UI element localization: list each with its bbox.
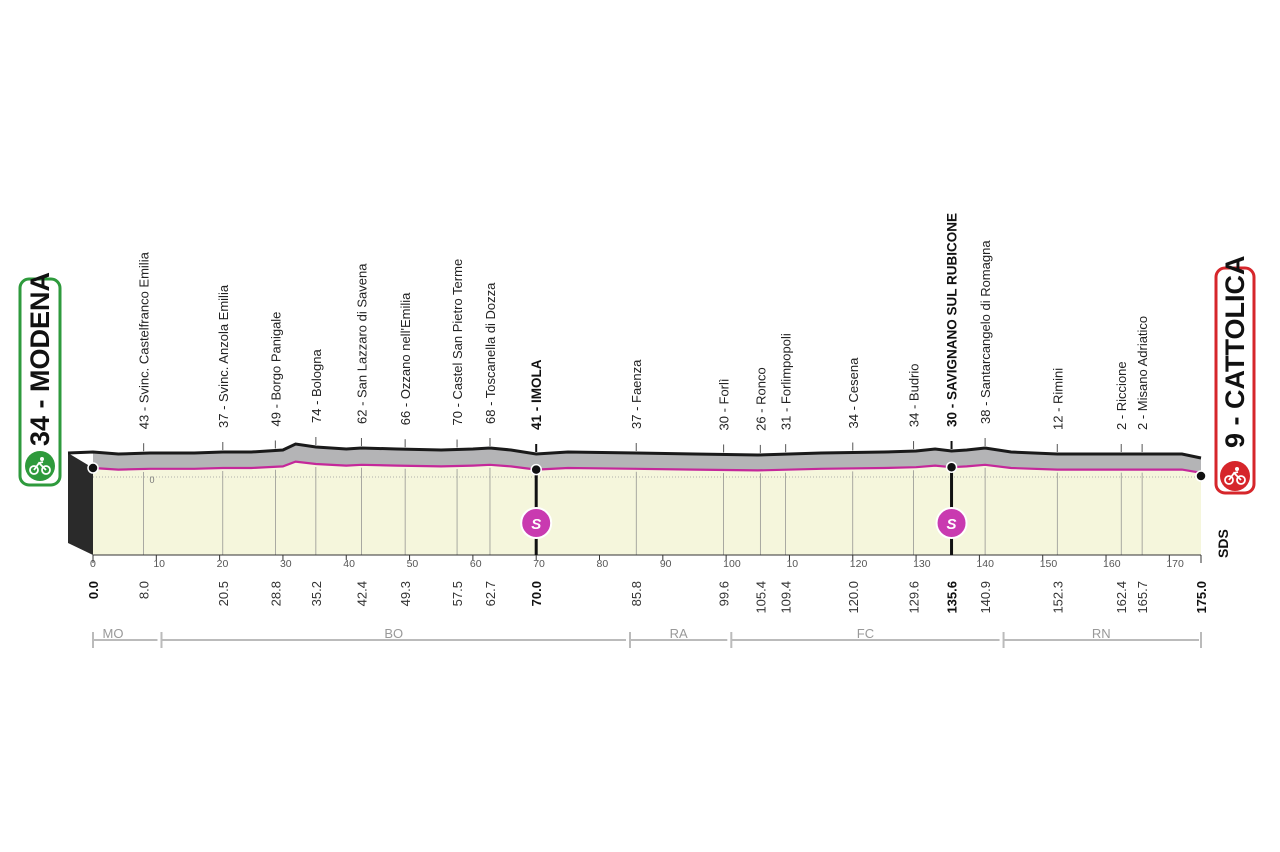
axis-tick-label: 10	[786, 558, 798, 570]
axis-tick-label: 130	[913, 558, 931, 570]
waypoint-km: 0.0	[86, 581, 101, 599]
waypoint-km: 35.2	[309, 581, 324, 606]
waypoint-km: 20.5	[216, 581, 231, 606]
waypoint-name: 2 - Riccione	[1114, 361, 1129, 430]
finish-point	[1195, 470, 1207, 482]
waypoint-km: 129.6	[907, 581, 922, 614]
waypoint-name: 31 - Forlimpopoli	[779, 333, 794, 430]
axis-tick-label: 120	[850, 558, 868, 570]
axis-tick-label: 150	[1040, 558, 1058, 570]
axis-tick-label: 90	[660, 558, 672, 570]
finish-city-label: 9 - CATTOLICA	[1220, 256, 1250, 449]
axis-tick-label: 140	[976, 558, 994, 570]
waypoint-name: 66 - Ozzano nell'Emilia	[398, 292, 413, 425]
waypoint-name: 34 - Cesena	[846, 357, 861, 429]
waypoint-name: 70 - Castel San Pietro Terme	[450, 259, 465, 426]
waypoint-name: 62 - San Lazzaro di Savena	[355, 263, 370, 424]
start-city-label: 34 - MODENA	[25, 272, 55, 446]
profile-side-wall	[68, 453, 93, 555]
axis-tick-label: 60	[470, 558, 482, 570]
axis-tick-label: 0	[90, 558, 96, 570]
waypoint-name: 37 - Faenza	[629, 359, 644, 429]
waypoint-km: 70.0	[529, 581, 544, 606]
axis-tick-label: 170	[1166, 558, 1184, 570]
sprint-badge-label: S	[531, 516, 541, 533]
axis-tick-label: 10	[153, 558, 165, 570]
waypoint-km: 8.0	[137, 581, 152, 599]
profile-body: 0	[67, 442, 1207, 555]
waypoint-km: 120.0	[846, 581, 861, 614]
axis-tick-label: 70	[533, 558, 545, 570]
brand-logo: SDS	[1215, 529, 1231, 558]
waypoint-km: 175.0	[1194, 581, 1209, 614]
waypoint-km: 135.6	[945, 581, 960, 614]
waypoint-km: 165.7	[1135, 581, 1150, 614]
region-label: RA	[670, 626, 688, 641]
waypoint-name: 26 - Ronco	[753, 367, 768, 431]
axis-tick-label: 50	[407, 558, 419, 570]
waypoint-name: 30 - Forlì	[717, 378, 732, 430]
waypoint-km-labels: 0.0 8.0 20.5 28.8 35.2 42.4 49.3 57.5 62.7 70.0 85…	[86, 581, 1209, 614]
axis-tick-label: 100	[723, 558, 741, 570]
finish-badge: 9 - CATTOLICA	[1214, 256, 1256, 495]
waypoint-name: 37 - Svinc. Anzola Emilia	[216, 284, 231, 428]
region-label: BO	[384, 626, 403, 641]
sprint-point	[530, 463, 542, 476]
route-line	[92, 460, 1202, 474]
waypoint-name: 41 - IMOLA	[529, 359, 544, 430]
province-bar: MO BO RA FC RN	[92, 626, 1202, 648]
distance-axis: 0 10 20 30 40 50 60 70 80 90 100 10 120 130 140 150 160 1…	[90, 554, 1202, 570]
axis-tick-label: 160	[1103, 558, 1121, 570]
waypoint-km: 28.8	[268, 581, 283, 606]
waypoint-name: 12 - Rimini	[1050, 368, 1065, 430]
waypoint-km: 109.4	[779, 581, 794, 614]
waypoint-name: 74 - Bologna	[309, 349, 324, 423]
waypoint-km: 42.4	[355, 581, 370, 606]
region-label: MO	[103, 626, 124, 641]
sprint-badge-icon	[935, 507, 968, 539]
waypoint-km: 85.8	[629, 581, 644, 606]
waypoint-name: 34 - Budrio	[907, 364, 922, 428]
sprint-point	[945, 461, 958, 473]
waypoint-name: 38 - Santarcangelo di Romagna	[978, 240, 993, 424]
waypoint-name: 49 - Borgo Panigale	[268, 312, 283, 427]
start-point	[87, 462, 99, 474]
waypoint-name: 2 - Misano Adriatico	[1135, 316, 1150, 430]
waypoint-km: 162.4	[1114, 581, 1129, 614]
start-badge: 34 - MODENA	[18, 272, 62, 487]
bicycle-icon	[25, 451, 55, 481]
waypoint-km: 99.6	[717, 581, 732, 606]
waypoint-km: 105.4	[753, 581, 768, 614]
waypoint-km: 140.9	[978, 581, 993, 614]
region-label: FC	[857, 626, 874, 641]
waypoint-name: 68 - Toscanella di Dozza	[483, 282, 498, 424]
sprint-badge-label: S	[947, 516, 957, 533]
waypoint-labels: 43 - Svinc. Castelfranco Emilia 37 - Svin…	[137, 213, 1150, 453]
region-label: RN	[1092, 626, 1111, 641]
waypoint-km: 152.3	[1050, 581, 1065, 614]
waypoint-km: 62.7	[483, 581, 498, 606]
bicycle-icon	[1220, 461, 1250, 491]
profile-top-line	[67, 442, 1202, 460]
axis-tick-label: 40	[343, 558, 355, 570]
waypoint-name: 43 - Svinc. Castelfranco Emilia	[137, 251, 152, 429]
axis-tick-label: 30	[280, 558, 292, 570]
waypoint-name: 30 - SAVIGNANO SUL RUBICONE	[945, 213, 960, 427]
profile-zero-label: 0	[149, 475, 154, 485]
waypoint-km: 49.3	[398, 581, 413, 606]
axis-tick-label: 20	[217, 558, 229, 570]
waypoint-km: 57.5	[450, 581, 465, 606]
profile-ground-fill	[93, 461, 1201, 555]
axis-tick-label: 80	[597, 558, 609, 570]
sprint-badge-icon	[520, 507, 553, 539]
